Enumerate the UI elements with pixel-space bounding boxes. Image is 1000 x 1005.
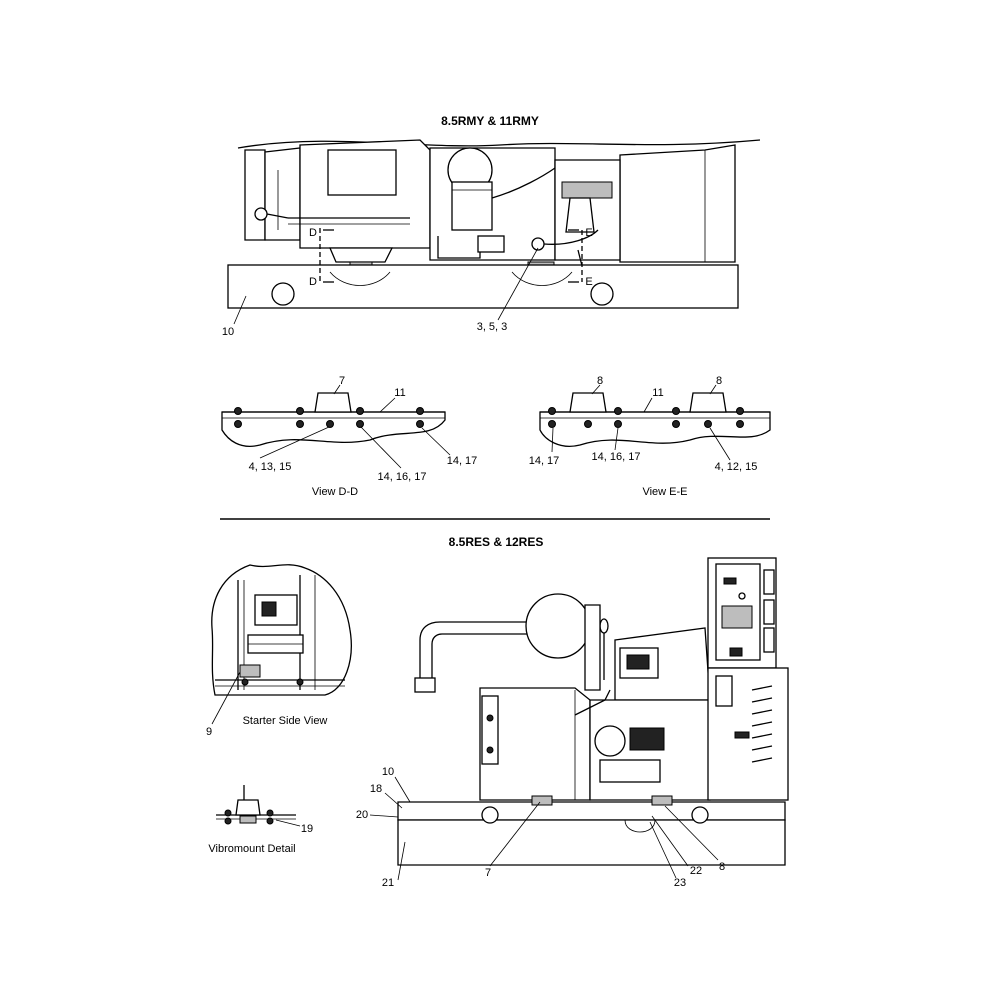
callout-11-ee: 11 bbox=[652, 387, 663, 399]
ee-bolts bbox=[548, 407, 744, 428]
fuel-cap-icon bbox=[254, 207, 268, 221]
callout-10-top: 10 bbox=[222, 326, 234, 338]
callout-14-17-ee: 14, 17 bbox=[529, 455, 560, 467]
air-cleaner-box bbox=[451, 181, 493, 231]
callout-9: 9 bbox=[206, 726, 212, 738]
vibromount-detail-drawing bbox=[216, 785, 296, 825]
leader-10-top bbox=[233, 295, 247, 325]
rmy-base-frame bbox=[227, 264, 739, 309]
callout-4-12-15: 4, 12, 15 bbox=[715, 461, 758, 473]
callout-8-bottom: 8 bbox=[719, 861, 725, 873]
rmy-generator-drawing bbox=[227, 139, 761, 309]
vibromount-7 bbox=[314, 392, 352, 413]
callout-20: 20 bbox=[356, 809, 368, 821]
dd-bolts bbox=[234, 407, 424, 428]
callout-14-16-17-ee: 14, 16, 17 bbox=[592, 451, 641, 463]
view-ee-drawing bbox=[539, 392, 771, 447]
callout-3-5-3: 3, 5, 3 bbox=[477, 321, 508, 333]
callout-23: 23 bbox=[674, 877, 686, 889]
view-dd-drawing bbox=[221, 392, 446, 447]
callout-7-bottom: 7 bbox=[485, 867, 491, 879]
section-marker-e-top: E bbox=[585, 227, 592, 239]
leader-3-5-3 bbox=[497, 247, 539, 321]
starter-side-view-label: Starter Side View bbox=[243, 715, 328, 727]
callout-8-ee-left: 8 bbox=[597, 375, 603, 387]
view-dd-label: View D-D bbox=[312, 486, 358, 498]
section-marker-d-bottom: D bbox=[309, 276, 317, 288]
callout-14-17-dd: 14, 17 bbox=[447, 455, 478, 467]
res-base-frame bbox=[397, 801, 786, 821]
oil-filter-icon bbox=[594, 725, 626, 757]
callout-4-13-15: 4, 13, 15 bbox=[249, 461, 292, 473]
res-generator-drawing bbox=[397, 557, 789, 866]
callout-22: 22 bbox=[690, 865, 702, 877]
starter-side-view-drawing bbox=[211, 564, 352, 696]
alternator-panel bbox=[327, 149, 397, 196]
vibromount-detail-label: Vibromount Detail bbox=[208, 843, 295, 855]
callout-11-dd: 11 bbox=[394, 387, 405, 399]
top-section-title: 8.5RMY & 11RMY bbox=[441, 114, 539, 128]
callout-18: 18 bbox=[370, 783, 382, 795]
view-ee-label: View E-E bbox=[642, 486, 687, 498]
vent-slats bbox=[751, 685, 773, 763]
callout-21: 21 bbox=[382, 877, 394, 889]
lifting-eye-icon bbox=[599, 618, 609, 634]
callout-10-bottom: 10 bbox=[382, 766, 394, 778]
callout-14-16-17-dd: 14, 16, 17 bbox=[378, 471, 427, 483]
callout-8-ee-right: 8 bbox=[716, 375, 722, 387]
vibromount-8-left bbox=[569, 392, 607, 413]
section-marker-e-bottom: E bbox=[585, 276, 592, 288]
section-marker-d-top: D bbox=[309, 227, 317, 239]
callout-7-dd: 7 bbox=[339, 375, 345, 387]
muffler-icon bbox=[525, 593, 591, 659]
bottom-section-title: 8.5RES & 12RES bbox=[449, 535, 544, 549]
vibromount-8-right bbox=[689, 392, 727, 413]
callout-19: 19 bbox=[301, 823, 313, 835]
